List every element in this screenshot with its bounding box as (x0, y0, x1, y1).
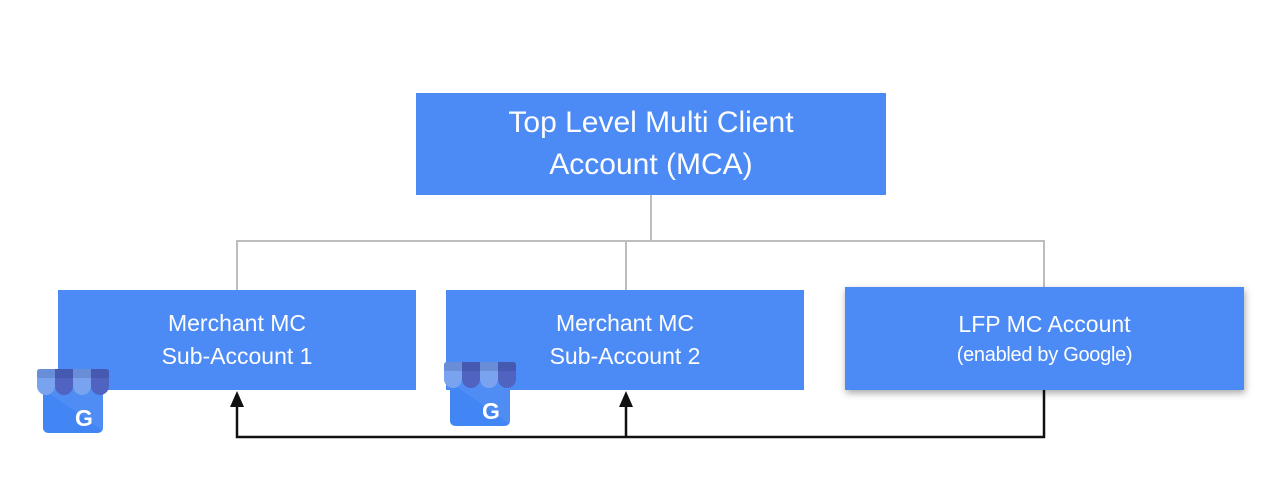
node-merchant-sub-account-2-line2: Sub-Account 2 (549, 343, 701, 369)
google-business-storefront-icon: G (444, 362, 516, 426)
node-merchant-sub-account-1-line2: Sub-Account 1 (161, 343, 313, 369)
node-top-level-mca: Top Level Multi Client Account (MCA) (416, 93, 886, 195)
node-lfp-mc-account-line1: LFP MC Account (958, 310, 1131, 337)
node-lfp-mc-account-line2: (enabled by Google) (956, 343, 1133, 366)
node-lfp-mc-account: LFP MC Account (enabled by Google) (845, 287, 1244, 390)
tree-connector (236, 195, 1045, 290)
google-business-storefront-icon: G (37, 369, 109, 433)
node-merchant-sub-account-1-line1: Merchant MC (167, 310, 307, 336)
node-top-level-mca-line1: Top Level Multi Client (508, 106, 794, 139)
icon-g-letter: G (75, 405, 93, 431)
arrowhead-sub1 (230, 391, 244, 407)
arrowhead-sub2 (619, 391, 633, 407)
node-merchant-sub-account-2-line1: Merchant MC (555, 310, 695, 336)
icon-g-letter: G (482, 398, 500, 424)
node-top-level-mca-line2: Account (MCA) (549, 148, 753, 181)
node-merchant-sub-account-1: Merchant MC Sub-Account 1 (58, 290, 416, 390)
feed-arrow-line (235, 390, 1046, 439)
